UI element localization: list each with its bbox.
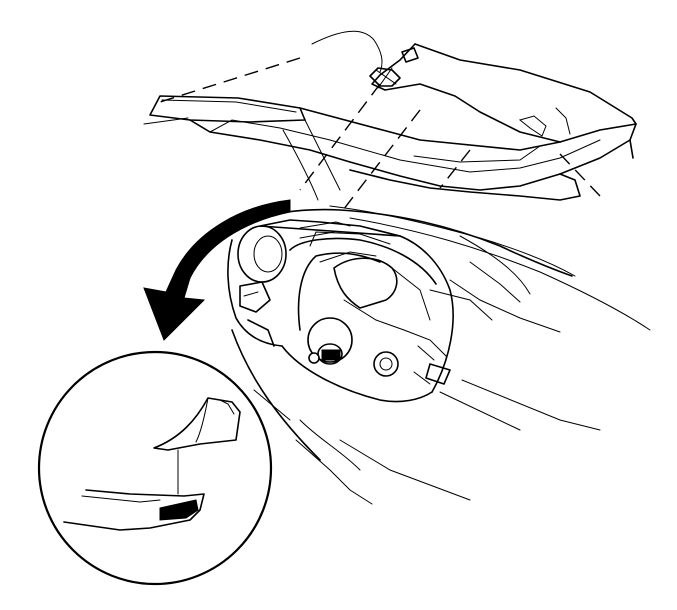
upper-trim-panel	[143, 30, 637, 201]
detail-view	[37, 350, 273, 586]
instrument-panel-body	[227, 205, 651, 505]
removal-arrow	[143, 199, 291, 341]
alignment-lines	[159, 57, 601, 215]
